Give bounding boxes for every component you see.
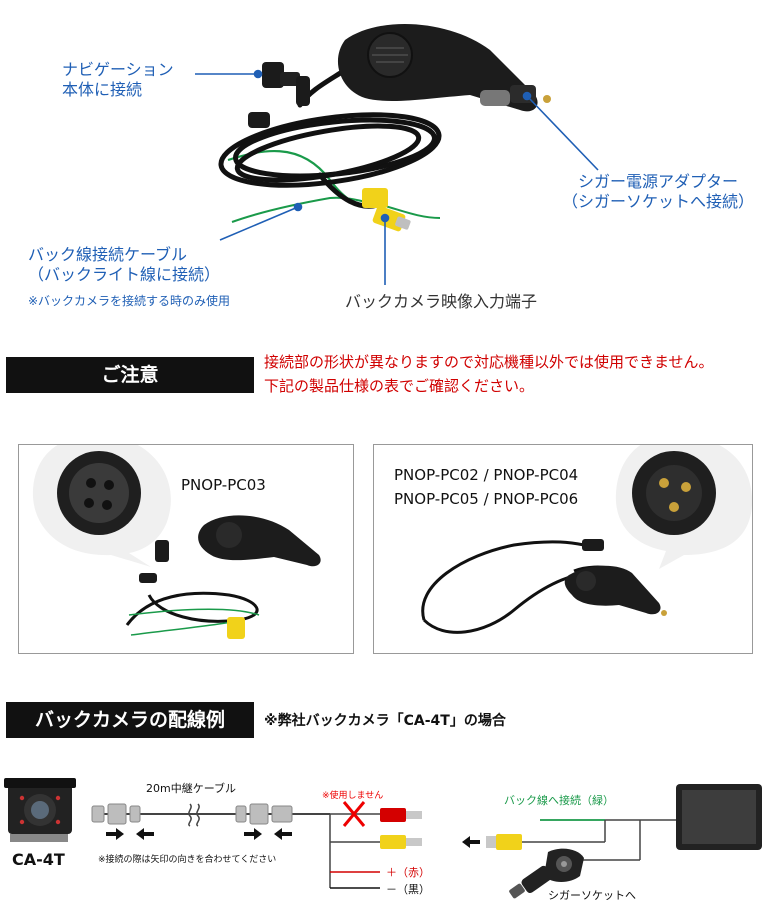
callout-back: バック線接続ケーブル （バックライト線に接続） ※バックカメラを接続する時のみ使… [28, 245, 230, 311]
caution-message: 接続部の形状が異なりますので対応機種以外では使用できません。 下記の製品仕様の表… [264, 350, 714, 398]
product-image-pc02-06 [421, 445, 752, 634]
callout-back-line1: バック線接続ケーブル [28, 245, 188, 264]
back-line-label: バック線へ接続（緑） [504, 794, 614, 807]
callout-navi: ナビゲーション 本体に接続 [62, 60, 174, 100]
callout-back-note: ※バックカメラを接続する時のみ使用 [28, 294, 231, 308]
camera-label: CA-4T [12, 850, 65, 869]
model-pc03: PNOP-PC03 [181, 476, 266, 494]
model-pc02-pc04: PNOP-PC02 / PNOP-PC04 [394, 466, 579, 484]
callout-back-line2: （バックライト線に接続） [28, 265, 221, 284]
callout-camera-input: バックカメラ映像入力端子 [345, 292, 538, 311]
caution-heading: ご注意 [6, 357, 254, 393]
red-wire-label: ＋（赤） [386, 866, 430, 879]
wiring-note: ※弊社バックカメラ「CA-4T」の場合 [264, 713, 506, 729]
wiring-heading: バックカメラの配線例 [6, 702, 254, 738]
relay-cable-label: 20m中継ケーブル [146, 782, 237, 795]
product-photo [195, 23, 599, 285]
product-box-pc03: PNOP-PC03 [18, 444, 354, 654]
navi-monitor-icon [676, 784, 762, 850]
caution-line2: 下記の製品仕様の表でご確認ください。 [264, 377, 535, 395]
cigar-plug-icon [509, 848, 584, 899]
camera-ca4t-icon [4, 778, 76, 842]
callout-cigar-line2: （シガーソケットへ接続） [561, 192, 754, 211]
wiring-diagram [4, 778, 762, 899]
black-wire-label: －（黒） [386, 883, 430, 896]
caution-line1: 接続部の形状が異なりますので対応機種以外では使用できません。 [264, 353, 714, 371]
arrow-note: ※接続の際は矢印の向きを合わせてください [98, 855, 277, 865]
model-pc02-06: PNOP-PC02 / PNOP-PC04 PNOP-PC05 / PNOP-P… [394, 463, 578, 511]
socket-label: シガーソケットへ [548, 889, 636, 902]
callout-cigar: シガー電源アダプター （シガーソケットへ接続） [558, 172, 758, 212]
product-box-pc02-06: PNOP-PC02 / PNOP-PC04 PNOP-PC05 / PNOP-P… [373, 444, 753, 654]
unused-label: ※使用しません [322, 791, 384, 801]
callout-navi-line2: 本体に接続 [62, 80, 143, 99]
callout-cigar-line1: シガー電源アダプター [577, 172, 738, 191]
callout-navi-line1: ナビゲーション [62, 60, 174, 79]
product-image-pc03 [32, 445, 321, 639]
model-pc05-pc06: PNOP-PC05 / PNOP-PC06 [394, 490, 579, 508]
